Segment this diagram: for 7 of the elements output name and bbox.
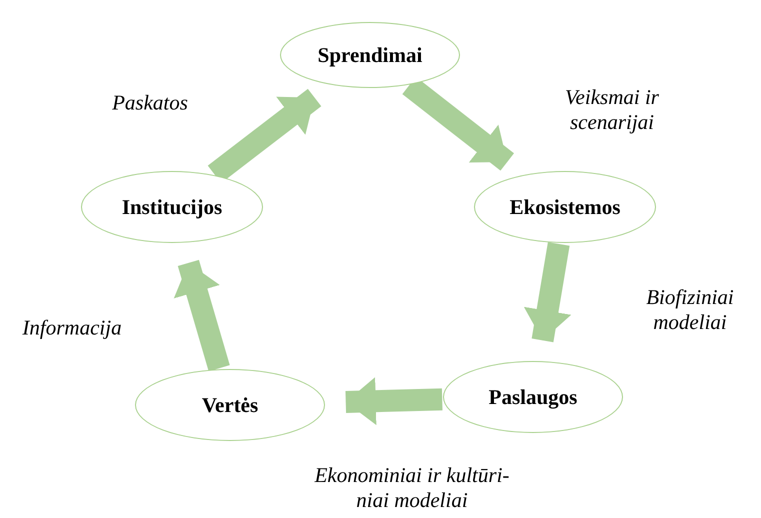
node-label: Sprendimai (318, 42, 422, 68)
block-arrow (345, 377, 442, 426)
block-arrow (524, 242, 572, 342)
node-label: Vertės (202, 392, 258, 418)
node-label: Paslaugos (488, 384, 578, 410)
node-label: Institucijos (122, 194, 222, 220)
node-label: Ekosistemos (510, 194, 620, 220)
